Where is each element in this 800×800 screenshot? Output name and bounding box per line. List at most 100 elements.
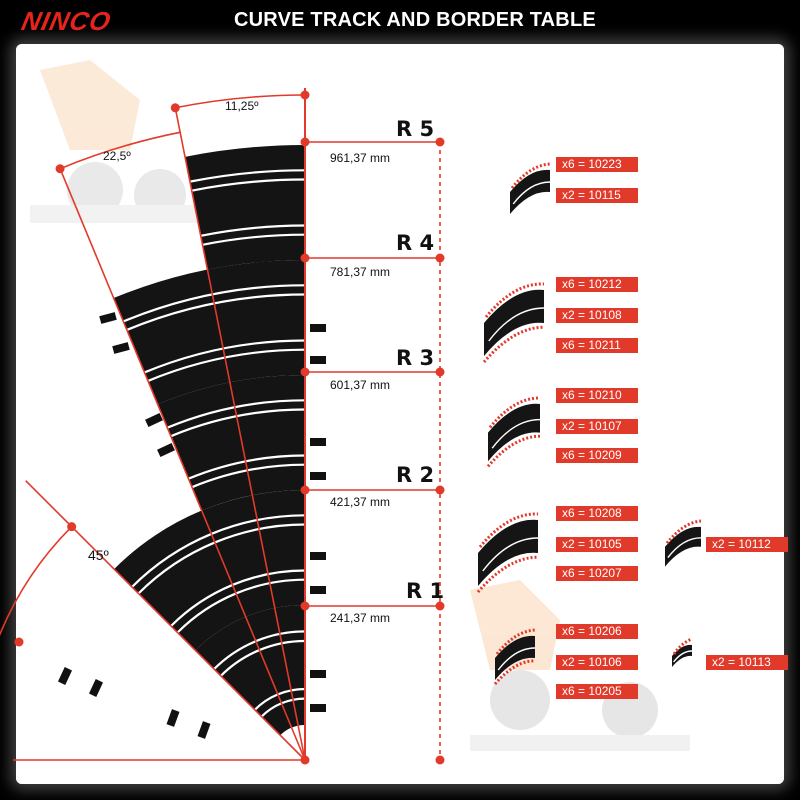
thumb-r2-half-border-top (665, 519, 702, 545)
code-r1-track: x2 = 10106 (556, 655, 638, 670)
border-tab-left-1 (112, 342, 130, 354)
radius-label-r2: R 2 (396, 463, 434, 487)
lane-stripe-r5-3 (189, 169, 306, 183)
radius-label-r1: R 1 (406, 579, 444, 603)
radius-label-r5: R 5 (396, 117, 434, 141)
border-tab-right-1 (310, 356, 326, 364)
radius-length-r2: 421,37 mm (330, 495, 390, 509)
border-tab-left-3 (157, 442, 175, 458)
page-title: CURVE TRACK AND BORDER TABLE (234, 9, 596, 31)
thumb-r3 (486, 396, 541, 468)
border-tab-left-0 (99, 312, 117, 324)
angle-dot-45-b (14, 637, 24, 647)
thumb-r5 (510, 162, 551, 214)
radius-dot-left-0 (300, 137, 310, 147)
thumb-r2-border-bottom (476, 555, 539, 593)
code-r5-border-inner: x6 = 10223 (556, 157, 638, 172)
thumb-r4-border-bottom (482, 325, 545, 363)
code-r2-border-outer: x6 = 10208 (556, 506, 638, 521)
thumb-r1-body (495, 635, 535, 680)
code-r1-half-track: x2 = 10113 (706, 655, 788, 670)
border-tab-right-4 (310, 552, 326, 560)
code-r2-border-inner: x6 = 10207 (556, 566, 638, 581)
thumb-r3-border-bottom (486, 434, 541, 468)
code-r3-track: x2 = 10107 (556, 419, 638, 434)
border-tab-right-6 (310, 670, 326, 678)
thumb-r2-half (665, 519, 702, 567)
radius-length-r4: 781,37 mm (330, 265, 390, 279)
angle-arc-22 (59, 131, 181, 170)
angle-arc-45 (0, 526, 73, 637)
code-r1-border-inner: x6 = 10205 (556, 684, 638, 699)
border-tab-right-2 (310, 438, 326, 446)
angle-dot-45-a (67, 522, 77, 532)
radius-dot-left-1 (300, 253, 310, 263)
angle-ray-22 (59, 168, 306, 761)
border-pieces (57, 312, 326, 739)
thumb-r5-stripe (512, 181, 551, 205)
thumb-r5-border-top (510, 162, 551, 189)
angle-label-45: 45º (88, 547, 109, 563)
code-r4-track: x2 = 10108 (556, 308, 638, 323)
border-tab-left-2 (145, 412, 163, 428)
thumb-r2-body (478, 519, 538, 586)
thumb-r2-half-stripe (667, 537, 702, 559)
dimension-lines (0, 88, 445, 765)
thumb-r2-stripe (482, 537, 539, 572)
border-tab-left-6 (166, 709, 180, 727)
thumb-r4-stripe (488, 307, 545, 342)
code-r2-half-track: x2 = 10112 (706, 537, 788, 552)
angle-label-22: 22,5º (103, 149, 131, 163)
track-thumbnails (476, 162, 702, 685)
angle-ray-45 (78, 533, 306, 761)
thumb-r5-body (510, 169, 550, 214)
thumb-r4 (482, 282, 545, 363)
thumb-r3-stripe (491, 418, 541, 449)
curve-tracks (113, 145, 306, 736)
lane-stripe-r5-2 (191, 178, 306, 192)
radius-label-r3: R 3 (396, 346, 434, 370)
border-tab-left-5 (88, 679, 104, 697)
dimension-dot-bottom (435, 755, 445, 765)
angle-dot-22 (55, 164, 65, 174)
thumb-r1-stripe (497, 647, 536, 671)
thumb-r1-half-border-top (672, 637, 693, 655)
code-r1-border-outer: x6 = 10206 (556, 624, 638, 639)
border-tab-left-7 (197, 721, 211, 739)
radius-length-r1: 241,37 mm (330, 611, 390, 625)
border-tab-right-3 (310, 472, 326, 480)
thumb-r1-border-top (495, 628, 536, 655)
thumb-r3-body (488, 403, 540, 462)
thumb-r2 (476, 512, 539, 593)
angle-ray-11 (174, 107, 306, 761)
border-tab-right-0 (310, 324, 326, 332)
thumb-r1-half (672, 637, 693, 667)
lane-stripe-r5-0 (202, 233, 306, 246)
code-r4-border-outer: x6 = 10212 (556, 277, 638, 292)
thumb-r4-body (484, 289, 544, 356)
radius-length-r3: 601,37 mm (330, 378, 390, 392)
angle-dot-11-b (170, 103, 180, 113)
code-r5-track: x2 = 10115 (556, 188, 638, 203)
radius-dot-left-3 (300, 485, 310, 495)
thumb-r2-half-body (665, 526, 701, 567)
code-r3-border-outer: x6 = 10210 (556, 388, 638, 403)
border-tab-left-4 (57, 667, 73, 685)
border-tab-right-5 (310, 586, 326, 594)
radius-length-r5: 961,37 mm (330, 151, 390, 165)
radius-dot-right-2 (435, 367, 445, 377)
radius-dot-left-4 (300, 601, 310, 611)
angle-dot-11-a (300, 90, 310, 100)
thumb-r1-half-stripe (673, 650, 693, 663)
track-ring-r1 (195, 605, 305, 736)
radius-label-r4: R 4 (396, 231, 434, 255)
thumb-r1 (493, 628, 536, 685)
lane-stripe-r5-1 (200, 224, 306, 237)
kart-illustration-top (30, 60, 240, 223)
angle-label-11: 11,25º (225, 99, 259, 113)
thumb-r1-half-body (672, 644, 692, 667)
content-panel (16, 44, 784, 784)
radius-dot-left-2 (300, 367, 310, 377)
code-r4-border-inner: x6 = 10211 (556, 338, 638, 353)
